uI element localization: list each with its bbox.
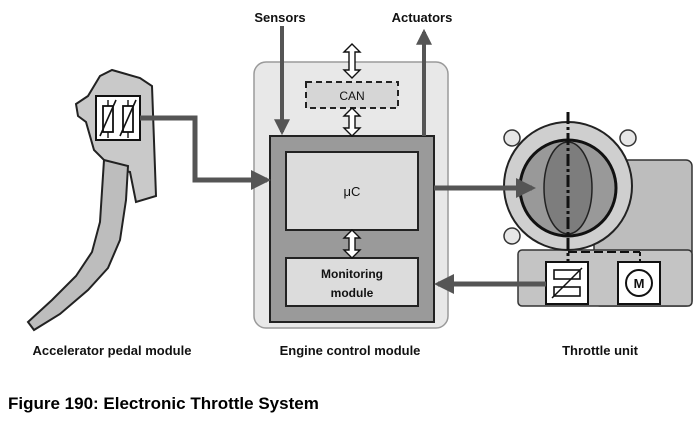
microcontroller-label: μC <box>344 184 361 199</box>
actuators-label: Actuators <box>392 10 453 25</box>
accelerator-pedal-module <box>26 68 158 332</box>
throttle-body-base <box>517 249 693 307</box>
tps-resistor-top <box>553 269 581 280</box>
sensors-label: Sensors <box>254 10 305 25</box>
motor-label: M <box>634 276 645 291</box>
mount-hole-top-right <box>619 129 637 147</box>
bus-to-can-double-arrow <box>342 43 362 79</box>
accelerator-pedal-label: Accelerator pedal module <box>33 343 192 358</box>
throttle-unit-label: Throttle unit <box>562 343 638 358</box>
figure-caption: Figure 190: Electronic Throttle System <box>8 394 319 413</box>
can-to-ecm-double-arrow <box>342 107 362 137</box>
engine-control-label: Engine control module <box>280 343 421 358</box>
uc-to-monitoring-double-arrow <box>342 229 362 259</box>
pedal-lever <box>26 158 130 332</box>
throttle-unit <box>503 112 693 307</box>
engine-control-module <box>253 61 449 329</box>
microcontroller-box <box>285 151 419 231</box>
can-label: CAN <box>339 89 364 103</box>
monitoring-label-line1: Monitoring <box>321 267 383 281</box>
connections <box>140 26 546 294</box>
monitoring-label-line2: module <box>331 286 374 300</box>
pedal-to-ecm-arrow <box>140 115 271 190</box>
motor-icon <box>625 269 653 297</box>
mount-hole-bottom-left <box>503 227 521 245</box>
mount-hole-top-left <box>503 129 521 147</box>
monitoring-module-box <box>285 257 419 307</box>
tps-resistor-bottom <box>553 286 581 297</box>
can-box <box>305 81 399 109</box>
